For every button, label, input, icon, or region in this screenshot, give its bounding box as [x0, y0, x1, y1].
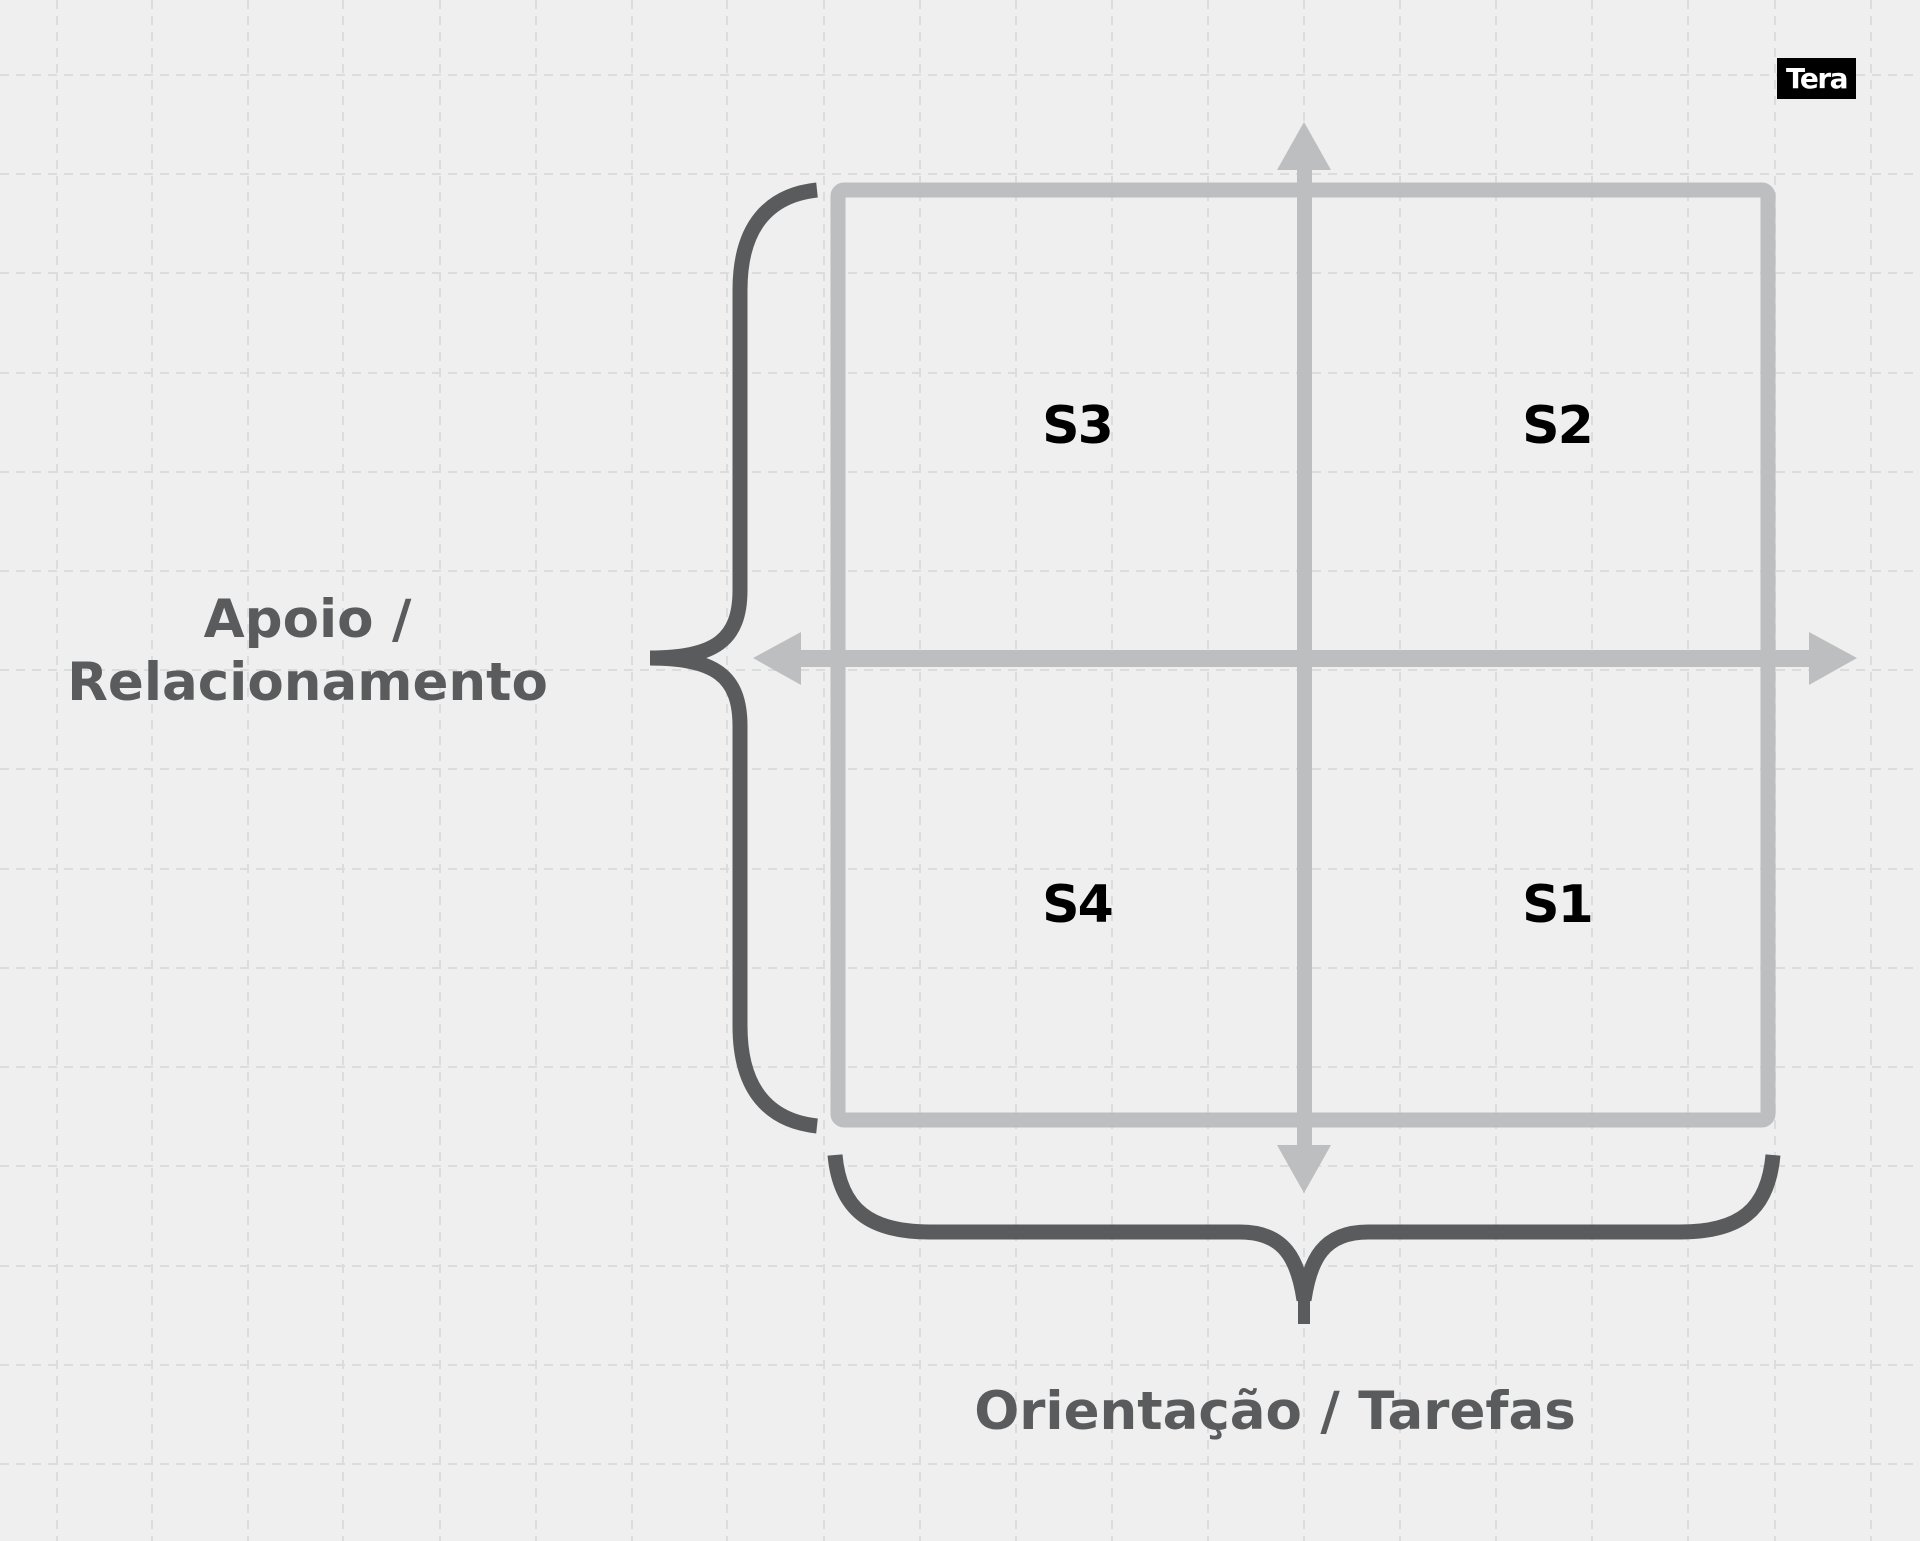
horizontal-axis-arrow: [753, 632, 1857, 685]
bottom-brace-stem: [1298, 1290, 1310, 1324]
quadrant-label-s3: S3: [1042, 396, 1114, 456]
y-axis-label-line-2: Relacionamento: [67, 652, 548, 713]
quadrant-label-s4: S4: [1042, 875, 1114, 935]
y-axis-label-line-1: Apoio /: [203, 589, 412, 650]
x-axis-label: Orientação / Tarefas: [974, 1381, 1576, 1442]
left-brace: [649, 182, 818, 1134]
y-axis-label: Apoio / Relacionamento: [20, 588, 595, 714]
tera-logo: Tera: [1777, 58, 1856, 99]
quadrant-label-s1: S1: [1522, 875, 1594, 935]
quadrant-label-s2: S2: [1522, 396, 1594, 456]
